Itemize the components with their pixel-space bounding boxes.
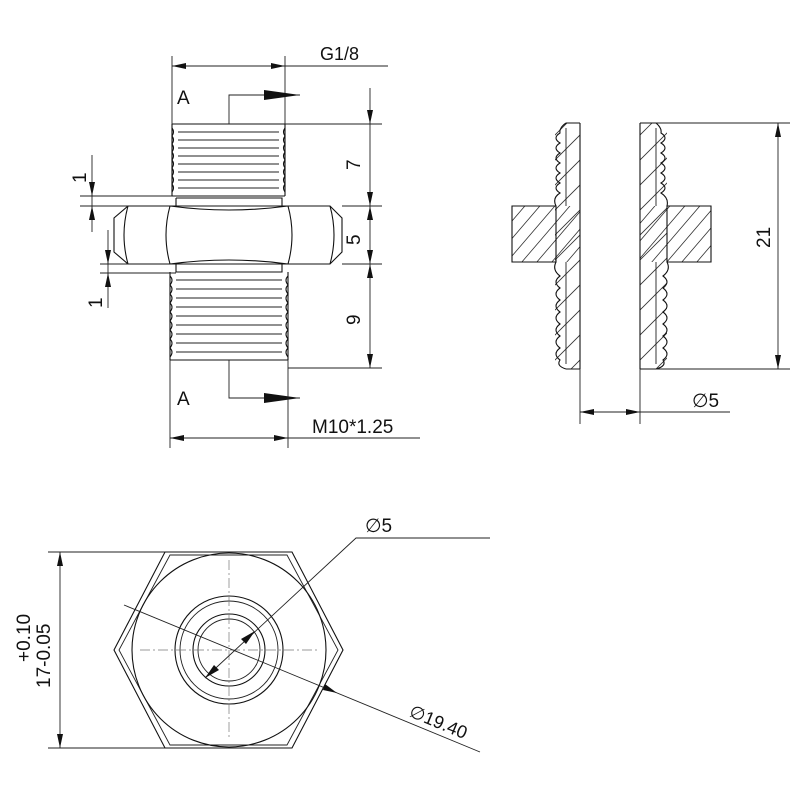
thread-bottom-dimension: M10*1.25 [169,360,420,448]
section-bore-label: ∅5 [692,391,719,412]
dim-upper-chamfer: 1 [70,172,91,183]
lower-thread [169,272,289,361]
dim-hex-height: 5 [344,234,365,245]
section-label-top: A [177,88,190,109]
section-marker-top: A [177,88,300,124]
hatch-left-wall [555,123,580,369]
dim-lower-chamfer: 1 [86,297,107,308]
dim-bottom-thread-length: 9 [344,314,365,325]
dim-total-length: 21 [754,227,775,248]
end-bore-dimension: ∅5 [204,516,490,679]
total-length-dimension: 21 [656,122,790,370]
section-marker-bottom: A [177,360,300,410]
hatch-right-wall [640,123,667,369]
length-dimensions: 7 5 9 [285,88,382,369]
across-flats-dimension: +0.10 17-0.05 [14,551,165,749]
thread-bottom-label: M10*1.25 [312,417,393,438]
across-corners-label: ∅19.40 [406,701,470,743]
across-flats-tol-upper: +0.10 [14,614,35,662]
hatch-left-flange [512,206,580,262]
chamfer-dimensions: 1 1 [70,155,176,308]
across-flats-value: 17-0.05 [34,624,55,688]
front-view: G1/8 A A M10*1.25 [70,44,420,448]
thread-top-dimension: G1/8 [171,44,388,124]
section-label-bottom: A [177,389,190,410]
upper-thread [171,123,286,197]
hex-body [113,197,343,273]
bore-diameter-dimension: ∅5 [579,369,730,424]
end-bore-label: ∅5 [365,516,392,537]
thread-top-label: G1/8 [320,44,359,64]
end-view: ∅5 ∅19.40 +0.10 17-0.05 [14,516,490,753]
dim-top-thread-length: 7 [344,159,365,170]
hatch-right-flange [640,206,711,262]
section-view: 21 ∅5 [511,122,790,424]
